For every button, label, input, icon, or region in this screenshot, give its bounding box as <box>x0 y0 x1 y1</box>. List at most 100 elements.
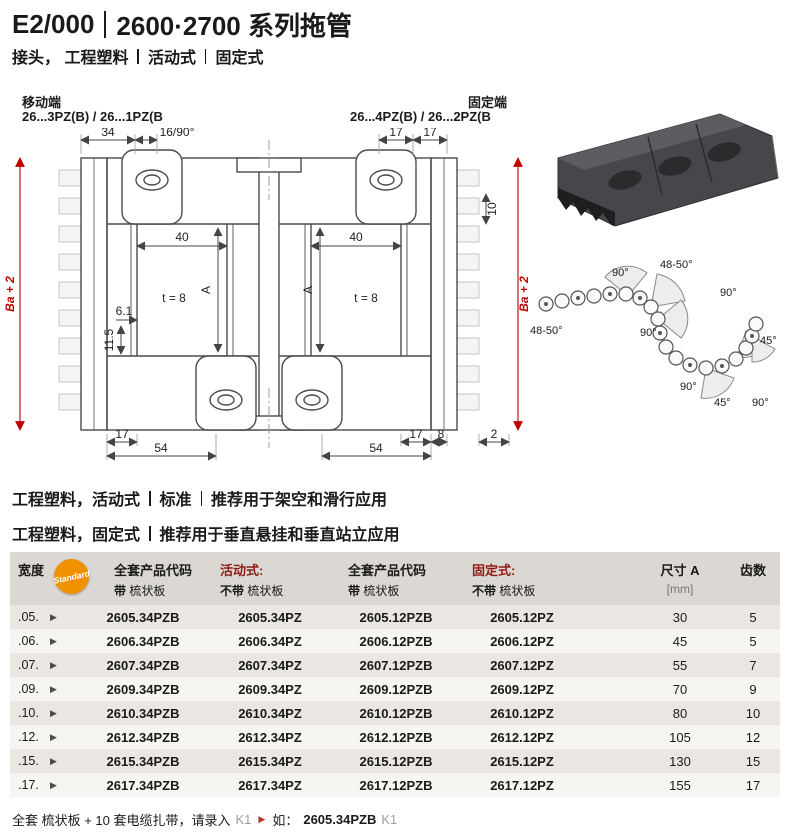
dim-17-top-2: 17 <box>423 128 437 139</box>
code-moving: 2606.34PZ <box>238 633 302 649</box>
table-row: .15. ▶ 2615.34PZB 2615.34PZ 2615.12PZB 2… <box>10 749 780 773</box>
note-movable: 工程塑料，活动式 标准 推荐用于架空和滑行应用 <box>12 486 400 510</box>
dim-11-5: 11.5 <box>102 328 116 351</box>
code-full-fixed: 2610.12PZB <box>359 705 433 721</box>
series-title: 2600·2700 系列拖管 <box>116 11 352 41</box>
table-body: .05. ▶ 2605.34PZB 2605.34PZ 2605.12PZB 2… <box>10 605 780 797</box>
teeth-value: 17 <box>745 777 761 793</box>
teeth-value: 5 <box>749 633 757 649</box>
code-full-moving: 2617.34PZB <box>106 777 180 793</box>
code-moving: 2617.34PZ <box>238 777 302 793</box>
dim-ba-left: Ba + 2 <box>4 276 17 312</box>
row-marker-icon: ▶ <box>50 731 57 742</box>
flanges-and-holes <box>121 149 417 431</box>
page-title: E2/000 2600·2700 系列拖管 <box>12 6 352 43</box>
width-label: .07. <box>18 658 39 672</box>
application-notes: 工程塑料，活动式 标准 推荐用于架空和滑行应用 工程塑料，固定式 推荐用于垂直悬… <box>12 486 400 556</box>
teeth-value: 12 <box>745 729 761 745</box>
header-dim-a: 尺寸 A [mm] <box>660 563 700 596</box>
dimension-labels: 34 16/90° 17 17 40 40 A A t = 8 t = 8 6.… <box>4 128 531 455</box>
product-table: Standard 宽度 全套产品代码 带 梳状板 活动式: 不带 梳状板 全套产… <box>10 552 780 797</box>
code-full-fixed: 2607.12PZB <box>359 657 433 673</box>
code-fixed: 2606.12PZ <box>490 633 554 649</box>
code-fixed: 2612.12PZ <box>490 729 554 745</box>
table-row: .17. ▶ 2617.34PZB 2617.34PZ 2617.12PZB 2… <box>10 773 780 797</box>
table-row: .09. ▶ 2609.34PZB 2609.34PZ 2609.12PZB 2… <box>10 677 780 701</box>
angle-label: 45° <box>760 335 777 347</box>
note-part: 推荐用于架空和滑行应用 <box>211 492 388 509</box>
header-fixed: 固定式: 不带 梳状板 <box>472 563 536 598</box>
dim-17-bottom-left: 17 <box>115 427 129 441</box>
dimension-lines <box>80 135 510 461</box>
width-label: .15. <box>18 754 39 768</box>
dim-10: 10 <box>485 202 499 216</box>
ba-dimension-lines <box>15 157 523 431</box>
dim-ba-right: Ba + 2 <box>517 276 531 312</box>
order-note-text: 全套 梳状板 + 10 套电缆扎带，请录入 <box>12 813 231 828</box>
note-divider <box>149 525 151 541</box>
row-marker-icon: ▶ <box>50 779 57 790</box>
table-row: .07. ▶ 2607.34PZB 2607.34PZ 2607.12PZB 2… <box>10 653 780 677</box>
subtitle-divider <box>137 48 139 64</box>
product-photo <box>557 113 779 227</box>
dim-34: 34 <box>101 128 115 139</box>
row-marker-icon: ▶ <box>50 659 57 670</box>
dim-a-value: 70 <box>672 681 688 697</box>
dim-a-value: 130 <box>669 753 691 769</box>
dim-a-value: 30 <box>672 609 688 625</box>
dim-8-bottom-right: 8 <box>438 427 445 441</box>
dim-16-90: 16/90° <box>160 128 195 139</box>
teeth-value: 15 <box>745 753 761 769</box>
code-moving: 2612.34PZ <box>238 729 302 745</box>
dim-54-right: 54 <box>369 441 383 455</box>
table-row: .06. ▶ 2606.34PZB 2606.34PZ 2606.12PZB 2… <box>10 629 780 653</box>
code-moving: 2605.34PZ <box>238 609 302 625</box>
code-full-fixed: 2615.12PZB <box>359 753 433 769</box>
moving-end-label: 移动端 <box>22 95 62 110</box>
code-fixed: 2610.12PZ <box>490 705 554 721</box>
dim-t8-right: t = 8 <box>354 291 378 305</box>
order-note: 全套 梳状板 + 10 套电缆扎带，请录入 K1 ▶ 如： 2605.34PZB… <box>12 810 397 829</box>
teeth-value: 10 <box>745 705 761 721</box>
code-full-moving: 2607.34PZB <box>106 657 180 673</box>
note-divider <box>149 490 151 506</box>
k1-suffix: K1 <box>381 812 398 827</box>
code-full-fixed: 2617.12PZB <box>359 777 433 793</box>
angle-label: 90° <box>720 287 737 299</box>
code-full-fixed: 2609.12PZB <box>359 681 433 697</box>
teeth-value: 5 <box>749 609 757 625</box>
dim-a-left: A <box>199 286 213 294</box>
header-width: 宽度 <box>18 563 45 578</box>
dim-40-left: 40 <box>175 230 189 244</box>
teeth-value: 9 <box>749 681 757 697</box>
code-full-moving: 2606.34PZB <box>106 633 180 649</box>
code-full-fixed: 2605.12PZB <box>359 609 433 625</box>
subtitle-part: 固定式 <box>215 50 264 67</box>
code-full-moving: 2612.34PZB <box>106 729 180 745</box>
angle-label: 90° <box>612 267 629 279</box>
fixed-end-label: 固定端 <box>468 95 508 110</box>
width-label: .09. <box>18 682 39 696</box>
code-full-fixed: 2606.12PZB <box>359 633 433 649</box>
note-part: 工程塑料，固定式 <box>12 527 141 544</box>
page-subtitle: 接头， 工程塑料 活动式 固定式 <box>12 44 263 68</box>
header-moving: 活动式: 不带 梳状板 <box>220 563 284 598</box>
dim-2-bottom-right: 2 <box>491 427 498 441</box>
code-fixed: 2605.12PZ <box>490 609 554 625</box>
header-teeth: 齿数 <box>739 563 766 578</box>
table-row: .10. ▶ 2610.34PZB 2610.34PZ 2610.12PZB 2… <box>10 701 780 725</box>
teeth-value: 7 <box>749 657 757 673</box>
dim-17-top-1: 17 <box>389 128 403 139</box>
series-name: E2/000 <box>12 9 95 39</box>
comb-teeth-ghost <box>58 169 480 411</box>
table-row: .05. ▶ 2605.34PZB 2605.34PZ 2605.12PZB 2… <box>10 605 780 629</box>
width-label: .10. <box>18 706 39 720</box>
code-fixed: 2609.12PZ <box>490 681 554 697</box>
dim-40-right: 40 <box>349 230 363 244</box>
angle-label: 90° <box>680 381 697 393</box>
code-moving: 2610.34PZ <box>238 705 302 721</box>
dim-a-right: A <box>301 286 315 294</box>
code-full-moving: 2610.34PZB <box>106 705 180 721</box>
code-fixed: 2617.12PZ <box>490 777 554 793</box>
